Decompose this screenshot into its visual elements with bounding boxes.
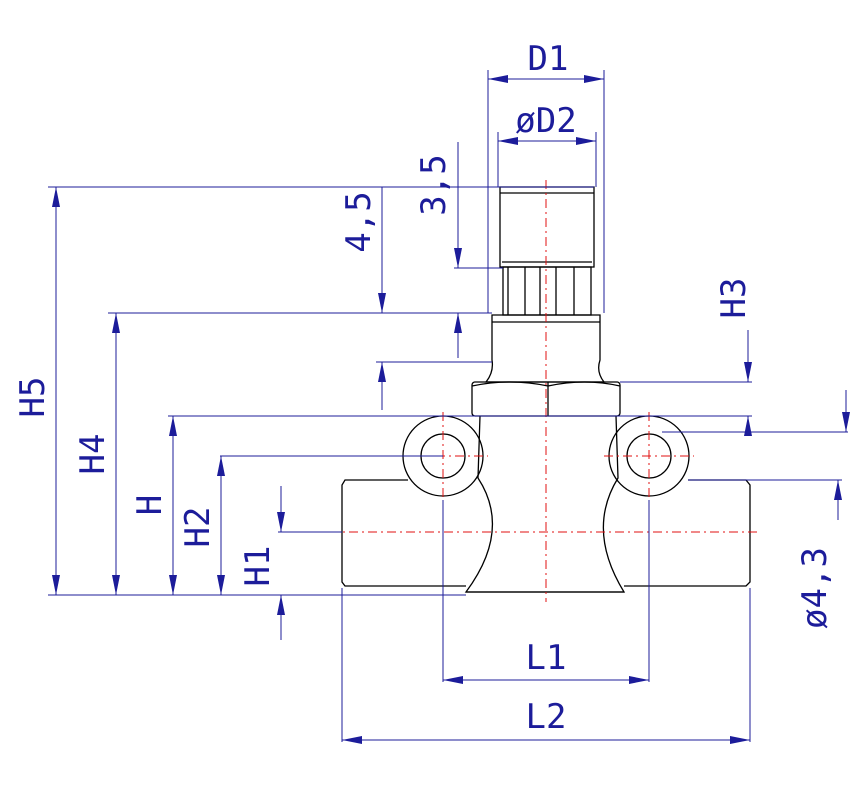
label-d1: D1 (528, 39, 569, 79)
label-h5: H5 (13, 377, 53, 418)
label-4-5: 4,5 (339, 191, 379, 252)
central-body (464, 415, 626, 593)
label-h1: H1 (238, 546, 278, 587)
label-l1: L1 (526, 638, 567, 678)
centerlines (330, 180, 760, 602)
lower-thread (484, 314, 606, 383)
label-d4-3: ø4,3 (795, 547, 835, 629)
pipe-left (341, 479, 466, 587)
label-h2: H2 (178, 507, 218, 548)
top-thread (499, 186, 595, 268)
label-h3: H3 (714, 278, 754, 319)
label-3-5: 3,5 (414, 154, 454, 215)
label-h: H (130, 495, 170, 515)
dimension-labels: D1 øD2 3,5 4,5 H3 H5 H4 H H2 H1 ø4,3 L1 … (13, 39, 835, 737)
label-l2: L2 (526, 697, 567, 737)
dimension-arrows (52, 75, 850, 744)
label-h4: H4 (73, 434, 113, 475)
label-d2: øD2 (515, 101, 576, 141)
upper-nut (502, 266, 592, 316)
dimension-lines (48, 70, 848, 742)
